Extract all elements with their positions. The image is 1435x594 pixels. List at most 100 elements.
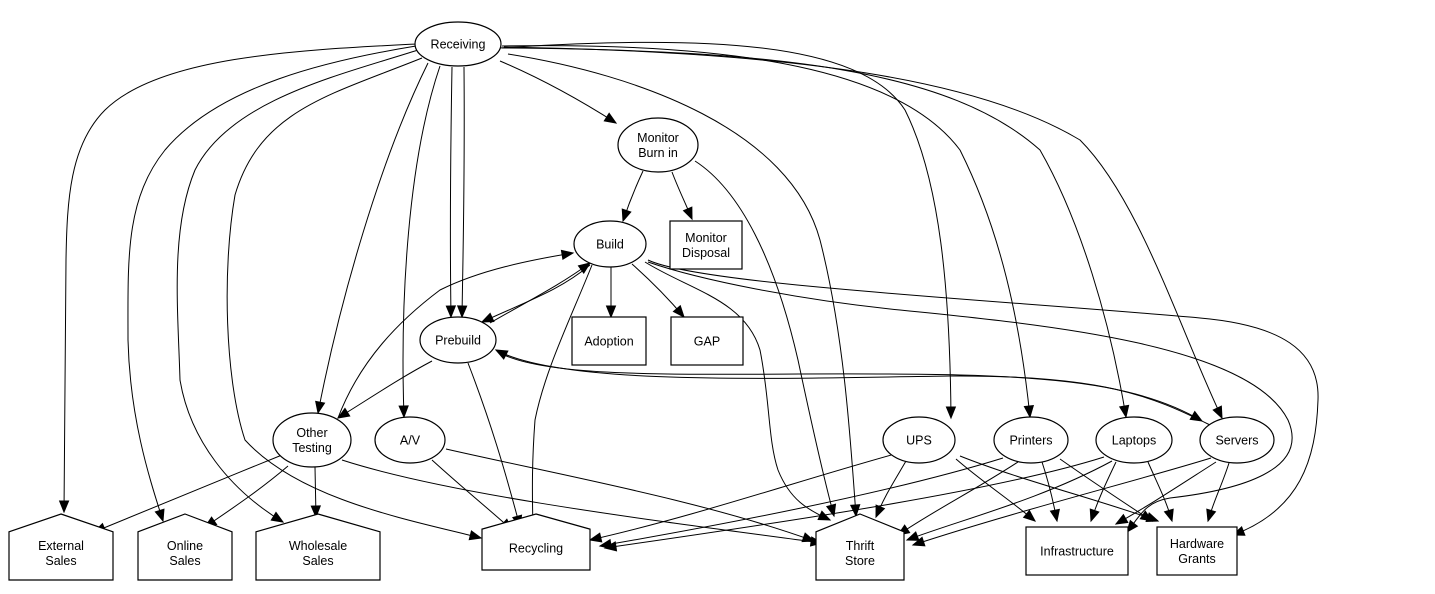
edge-line xyxy=(959,455,1159,522)
arrowhead-icon xyxy=(1163,508,1174,523)
edge-receiving-to-prebuild xyxy=(456,66,468,319)
node-label: Store xyxy=(845,554,875,568)
node-ups[interactable]: UPS xyxy=(882,416,956,464)
node-prebuild[interactable]: Prebuild xyxy=(419,316,497,364)
ellipse-node-shape xyxy=(419,316,497,364)
edge-prebuild-to-recycling xyxy=(467,362,523,529)
edge-line xyxy=(337,252,574,419)
edge-receiving-to-laptops xyxy=(501,47,1130,419)
node-printers[interactable]: Printers xyxy=(993,416,1069,464)
edge-build-to-prebuild xyxy=(480,264,591,323)
edge-printers-to-thrift-store xyxy=(896,461,1019,536)
edge-line xyxy=(93,454,283,533)
edge-line xyxy=(501,47,1127,418)
edge-servers-to-thrift-store xyxy=(911,457,1212,547)
arrowhead-icon xyxy=(1049,508,1060,523)
node-laptops[interactable]: Laptops xyxy=(1095,416,1173,464)
edge-line xyxy=(337,360,433,419)
edge-ups-to-thrift-store xyxy=(875,460,907,519)
arrowhead-icon xyxy=(468,530,483,541)
edge-other-testing-to-wholesale-sales xyxy=(310,466,322,519)
house-node-shape xyxy=(8,513,114,581)
edge-line xyxy=(431,459,513,531)
edge-laptops-to-infrastructure xyxy=(1089,461,1117,523)
arrowhead-icon xyxy=(398,405,409,419)
edge-ups-to-recycling xyxy=(588,451,903,543)
edge-line xyxy=(906,460,1113,541)
node-servers[interactable]: Servers xyxy=(1199,416,1275,464)
edge-line xyxy=(647,259,1319,536)
edge-receiving-to-prebuild xyxy=(445,66,457,319)
arrowhead-icon xyxy=(875,504,886,519)
node-infrastructure[interactable]: Infrastructure xyxy=(1025,526,1129,576)
node-label: Servers xyxy=(1215,434,1258,448)
node-label: Other xyxy=(296,426,327,440)
edge-line xyxy=(481,264,591,323)
edge-servers-to-infrastructure xyxy=(1114,461,1217,525)
edge-av-to-thrift-store xyxy=(445,448,816,543)
house-node-shape xyxy=(815,513,905,581)
edge-line xyxy=(589,451,903,541)
node-label: Sales xyxy=(169,554,200,568)
node-label: Burn in xyxy=(638,146,678,160)
ellipse-node-shape xyxy=(374,416,446,464)
edge-build-to-gap xyxy=(631,263,685,319)
arrowhead-icon xyxy=(480,312,495,323)
edge-line xyxy=(694,160,835,517)
edge-receiving-to-printers xyxy=(501,45,1035,419)
edge-laptops-to-hardware-grants xyxy=(1147,461,1174,523)
node-label: Printers xyxy=(1009,434,1052,448)
ellipse-node-shape xyxy=(1199,416,1275,464)
arrowhead-icon xyxy=(1139,510,1154,522)
node-av[interactable]: A/V xyxy=(374,416,446,464)
edge-servers-to-hardware-grants xyxy=(1206,462,1230,523)
ellipse-node-shape xyxy=(414,21,502,67)
arrowhead-icon xyxy=(1206,508,1217,523)
arrowhead-icon xyxy=(560,249,575,261)
edge-line xyxy=(489,262,591,324)
edge-build-to-recycling xyxy=(527,264,593,530)
node-recycling[interactable]: Recycling xyxy=(481,513,591,571)
edge-receiving-to-av xyxy=(398,65,441,419)
node-label: A/V xyxy=(400,434,421,448)
node-build[interactable]: Build xyxy=(573,220,647,268)
arrowhead-icon xyxy=(672,304,685,319)
edge-line xyxy=(495,349,1211,426)
edge-build-to-infrastructure xyxy=(647,261,1293,534)
node-label: External xyxy=(38,539,84,553)
edges-layer xyxy=(58,41,1319,552)
edge-line xyxy=(912,457,1212,546)
arrowhead-icon xyxy=(310,505,322,519)
house-node-shape xyxy=(255,513,381,581)
node-label: Sales xyxy=(45,554,76,568)
node-adoption[interactable]: Adoption xyxy=(571,316,647,366)
arrowhead-icon xyxy=(58,500,70,514)
arrowhead-icon xyxy=(1114,513,1129,525)
arrowhead-icon xyxy=(603,541,618,552)
edge-line xyxy=(226,57,482,539)
arrowhead-icon xyxy=(621,208,632,223)
node-label: Adoption xyxy=(584,335,633,349)
arrowhead-icon xyxy=(270,511,285,523)
node-gap[interactable]: GAP xyxy=(670,316,744,366)
edge-other-testing-to-build xyxy=(337,249,575,419)
arrowhead-icon xyxy=(605,305,617,319)
ellipse-node-shape xyxy=(617,117,699,173)
ellipse-node-shape xyxy=(1095,416,1173,464)
edge-line xyxy=(501,45,1031,418)
edge-line xyxy=(63,43,417,513)
node-label: Prebuild xyxy=(435,334,481,348)
edge-line xyxy=(599,457,1004,547)
arrowhead-icon xyxy=(1023,405,1035,419)
node-receiving[interactable]: Receiving xyxy=(414,21,502,67)
